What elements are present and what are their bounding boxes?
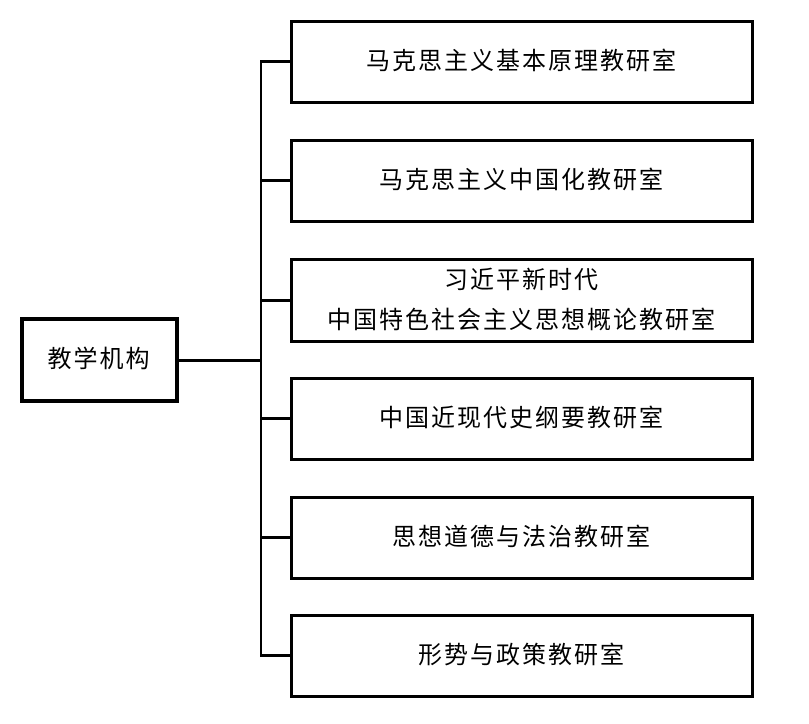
- trunk-line: [260, 60, 262, 657]
- child-node-marxism-basic-principles: 马克思主义基本原理教研室: [290, 20, 754, 104]
- branch-line: [260, 179, 290, 182]
- child-node-situation-policy: 形势与政策教研室: [290, 614, 754, 698]
- child-node-marxism-sinicization: 马克思主义中国化教研室: [290, 139, 754, 223]
- branch-line: [260, 417, 290, 420]
- branch-line: [260, 654, 290, 657]
- root-node: 教学机构: [20, 317, 179, 403]
- branch-line: [260, 536, 290, 539]
- root-connector-line: [177, 359, 262, 362]
- child-node-modern-chinese-history: 中国近现代史纲要教研室: [290, 377, 754, 461]
- branch-line: [260, 299, 290, 302]
- child-node-xi-jinping-new-era-thought: 习近平新时代 中国特色社会主义思想概论教研室: [290, 258, 754, 343]
- child-node-ideology-morality-law: 思想道德与法治教研室: [290, 496, 754, 580]
- branch-line: [260, 60, 290, 63]
